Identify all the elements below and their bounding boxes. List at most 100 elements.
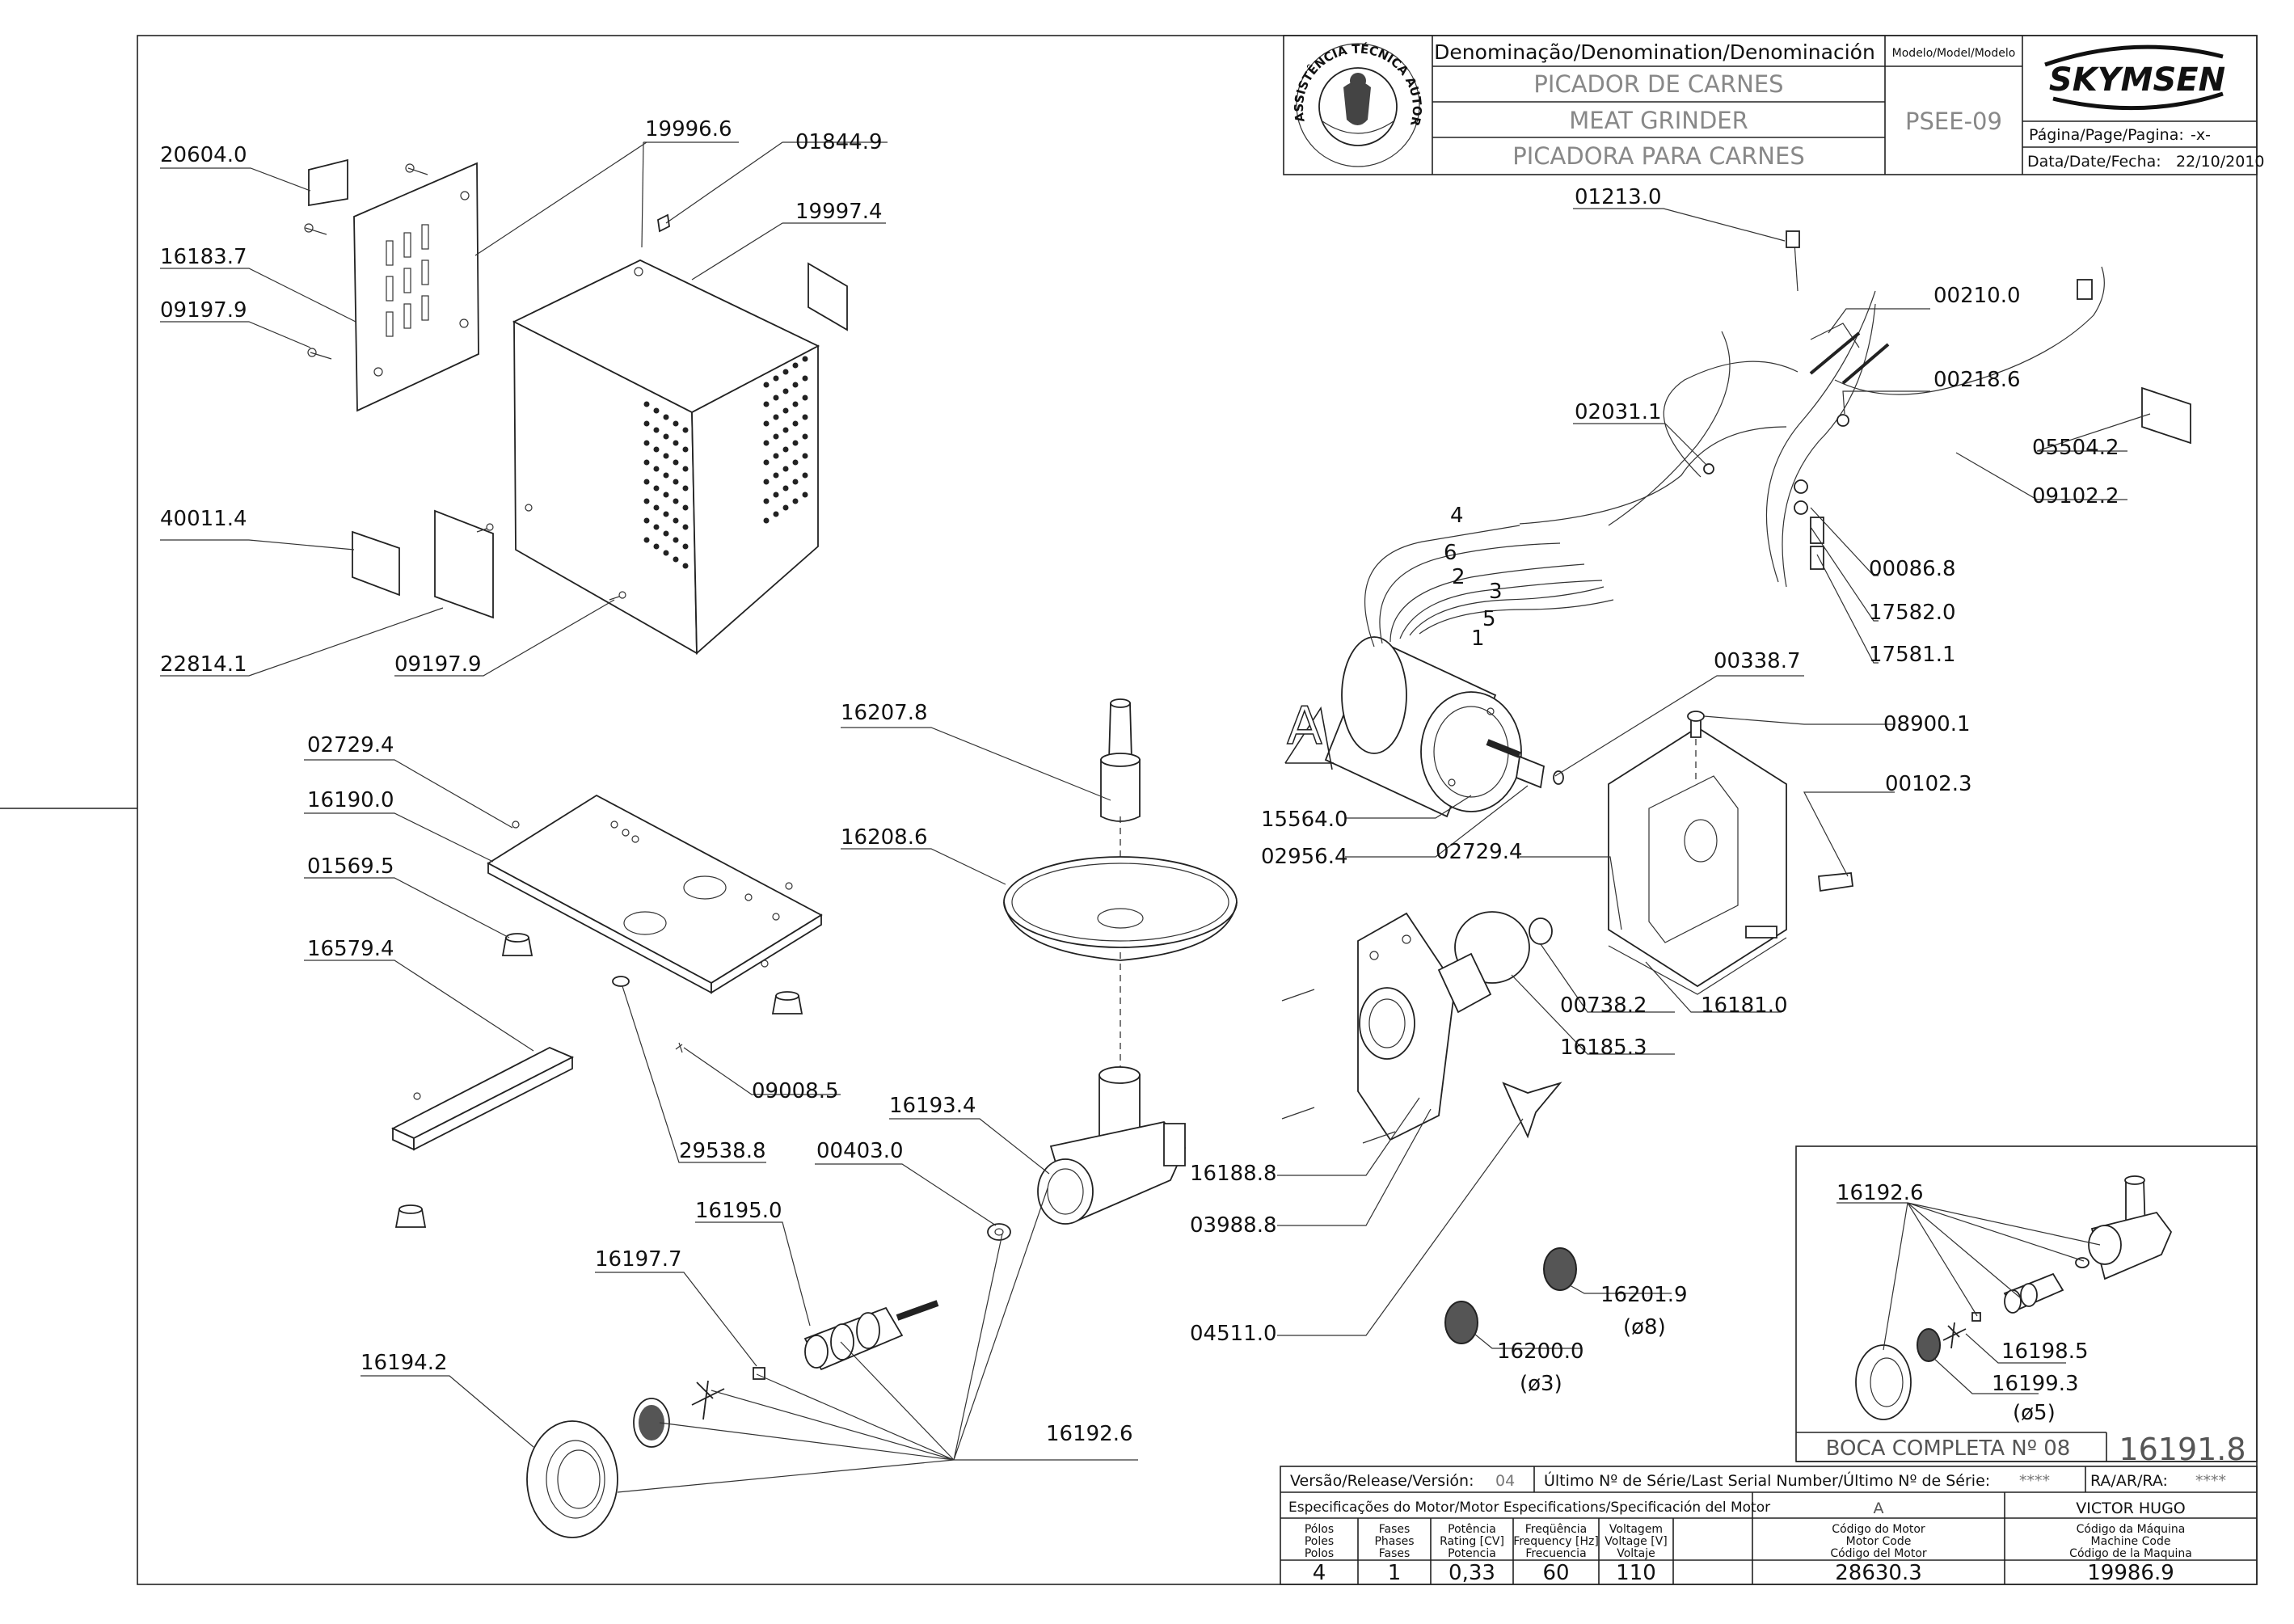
svg-text:Voltaje: Voltaje bbox=[1617, 1547, 1655, 1560]
svg-text:Frequency [Hz]: Frequency [Hz] bbox=[1513, 1535, 1599, 1548]
part-label: 40011.4 bbox=[160, 507, 247, 531]
inset-part-label: 16192.6 bbox=[1836, 1181, 1924, 1205]
part-label: 02031.1 bbox=[1575, 400, 1662, 424]
spec-col-machine-code: Código da Máquina Machine Code Código de… bbox=[2069, 1523, 2192, 1585]
part-label: 16200.0 bbox=[1497, 1339, 1584, 1364]
name-pt: PICADOR DE CARNES bbox=[1533, 70, 1783, 98]
svg-text:Potencia: Potencia bbox=[1448, 1547, 1496, 1560]
version-label: Versão/Release/Versión: bbox=[1290, 1472, 1474, 1490]
svg-text:Rating [CV]: Rating [CV] bbox=[1440, 1535, 1504, 1548]
svg-text:Voltage [V]: Voltage [V] bbox=[1605, 1535, 1667, 1548]
wire-number: 6 bbox=[1444, 541, 1457, 565]
wire-number: 3 bbox=[1489, 580, 1503, 604]
part-label: 16195.0 bbox=[695, 1199, 782, 1223]
part-label: 00086.8 bbox=[1869, 557, 1956, 581]
part-label: 02956.4 bbox=[1261, 845, 1348, 869]
denomination-header: Denominação/Denomination/Denominación bbox=[1434, 40, 1875, 64]
svg-text:Voltagem: Voltagem bbox=[1609, 1523, 1663, 1536]
svg-text:Pólos: Pólos bbox=[1305, 1523, 1334, 1536]
part-label: 09197.9 bbox=[394, 652, 482, 677]
brand-logo: SKYMSEN bbox=[2044, 44, 2225, 111]
svg-text:SKYMSEN: SKYMSEN bbox=[2049, 61, 2225, 99]
part-label: 16183.7 bbox=[160, 245, 247, 269]
part-label: 03988.8 bbox=[1190, 1213, 1277, 1238]
part-label: 00338.7 bbox=[1714, 649, 1801, 673]
svg-text:Potência: Potência bbox=[1448, 1523, 1496, 1536]
part-label: 08900.1 bbox=[1883, 712, 1971, 736]
part-label: 16181.0 bbox=[1701, 993, 1788, 1018]
svg-text:Polos: Polos bbox=[1305, 1547, 1334, 1560]
svg-text:Fases: Fases bbox=[1379, 1547, 1411, 1560]
name-en: MEAT GRINDER bbox=[1569, 107, 1748, 134]
svg-text:Machine Code: Machine Code bbox=[2091, 1535, 2171, 1548]
part-label: 17581.1 bbox=[1869, 643, 1956, 667]
part-label: 16197.7 bbox=[595, 1247, 682, 1272]
spec-value: 4 bbox=[1313, 1561, 1326, 1585]
spec-value: 28630.3 bbox=[1835, 1561, 1922, 1585]
part-label: 00210.0 bbox=[1933, 284, 2021, 308]
part-label: 01213.0 bbox=[1575, 185, 1662, 209]
part-label: 04511.0 bbox=[1190, 1322, 1277, 1346]
part-label: 16190.0 bbox=[307, 788, 394, 812]
diameter-label: (ø3) bbox=[1520, 1372, 1562, 1396]
part-label: 00738.2 bbox=[1560, 993, 1647, 1018]
view-letter: A bbox=[1287, 697, 1322, 757]
spec-value: 60 bbox=[1542, 1561, 1569, 1585]
part-label: 16193.4 bbox=[889, 1094, 976, 1118]
wire-number: 5 bbox=[1482, 607, 1496, 631]
part-label: 16188.8 bbox=[1190, 1162, 1277, 1186]
version-value: 04 bbox=[1495, 1472, 1515, 1490]
serial-value: **** bbox=[2019, 1472, 2050, 1490]
svg-text:Poles: Poles bbox=[1305, 1535, 1334, 1548]
motor-spec-label: Especificações do Motor/Motor Especifica… bbox=[1288, 1500, 1770, 1516]
spec-col-phases: Fases Phases Fases 1 bbox=[1374, 1523, 1414, 1585]
ra-label: RA/AR/RA: bbox=[2090, 1472, 2168, 1490]
inset-caption: BOCA COMPLETA Nº 08 bbox=[1826, 1436, 2071, 1461]
wire-number: 2 bbox=[1452, 565, 1465, 589]
page-label: Página/Page/Pagina: bbox=[2029, 126, 2184, 144]
part-label: 16194.2 bbox=[361, 1351, 448, 1375]
part-label: 20604.0 bbox=[160, 143, 247, 167]
part-label: 16207.8 bbox=[841, 701, 928, 725]
spec-value: 19986.9 bbox=[2087, 1561, 2174, 1585]
svg-text:Frecuencia: Frecuencia bbox=[1525, 1547, 1586, 1560]
serial-label: Último Nº de Série/Last Serial Number/Úl… bbox=[1544, 1470, 1990, 1490]
spec-col-voltage: Voltagem Voltage [V] Voltaje 110 bbox=[1605, 1523, 1667, 1585]
part-label: 16201.9 bbox=[1600, 1283, 1688, 1307]
name-es: PICADORA PARA CARNES bbox=[1512, 142, 1804, 170]
spec-col-frequency: Freqüência Frequency [Hz] Frecuencia 60 bbox=[1513, 1523, 1599, 1585]
spec-col-poles: Pólos Poles Polos 4 bbox=[1305, 1523, 1334, 1585]
footer-letter: A bbox=[1874, 1500, 1884, 1517]
designer-name: VICTOR HUGO bbox=[2076, 1500, 2186, 1517]
part-label: 00102.3 bbox=[1885, 772, 1972, 796]
part-label: 05504.2 bbox=[2032, 436, 2119, 460]
inset-part-label: 16199.3 bbox=[1992, 1372, 2079, 1396]
spec-col-motor-code: Código do Motor Motor Code Código del Mo… bbox=[1830, 1523, 1927, 1585]
inset-code: 16191.8 bbox=[2119, 1432, 2246, 1467]
wire-number: 4 bbox=[1450, 504, 1464, 528]
ra-value: **** bbox=[2195, 1472, 2226, 1490]
wire-number: 1 bbox=[1471, 626, 1485, 651]
leader-lines bbox=[160, 141, 2151, 1493]
part-label: 16208.6 bbox=[841, 825, 928, 850]
part-label: 29538.8 bbox=[679, 1139, 766, 1163]
part-label: 01844.9 bbox=[795, 130, 883, 154]
part-label: 16579.4 bbox=[307, 937, 394, 961]
part-label: 00403.0 bbox=[816, 1139, 904, 1163]
part-labels: 20604.0 19996.6 01844.9 19997.4 16183.7 … bbox=[160, 117, 2119, 1446]
part-label: 17582.0 bbox=[1869, 601, 1956, 625]
svg-text:Código del Motor: Código del Motor bbox=[1830, 1547, 1927, 1560]
date-value: 22/10/2010 bbox=[2176, 153, 2265, 171]
parts-geometry bbox=[304, 158, 2191, 1538]
page-value: -x- bbox=[2191, 126, 2211, 144]
model-code: PSEE-09 bbox=[1905, 108, 2002, 135]
svg-text:Código de la Maquina: Código de la Maquina bbox=[2069, 1547, 2192, 1560]
part-label: 00218.6 bbox=[1933, 368, 2021, 392]
svg-text:Código da Máquina: Código da Máquina bbox=[2077, 1523, 2186, 1536]
part-label: 19997.4 bbox=[795, 200, 883, 224]
inset-part-label: 16198.5 bbox=[2001, 1339, 2089, 1364]
diameter-label: (ø8) bbox=[1623, 1315, 1666, 1339]
part-label: 02729.4 bbox=[1436, 840, 1523, 864]
model-header: Modelo/Model/Modelo bbox=[1892, 47, 2016, 60]
